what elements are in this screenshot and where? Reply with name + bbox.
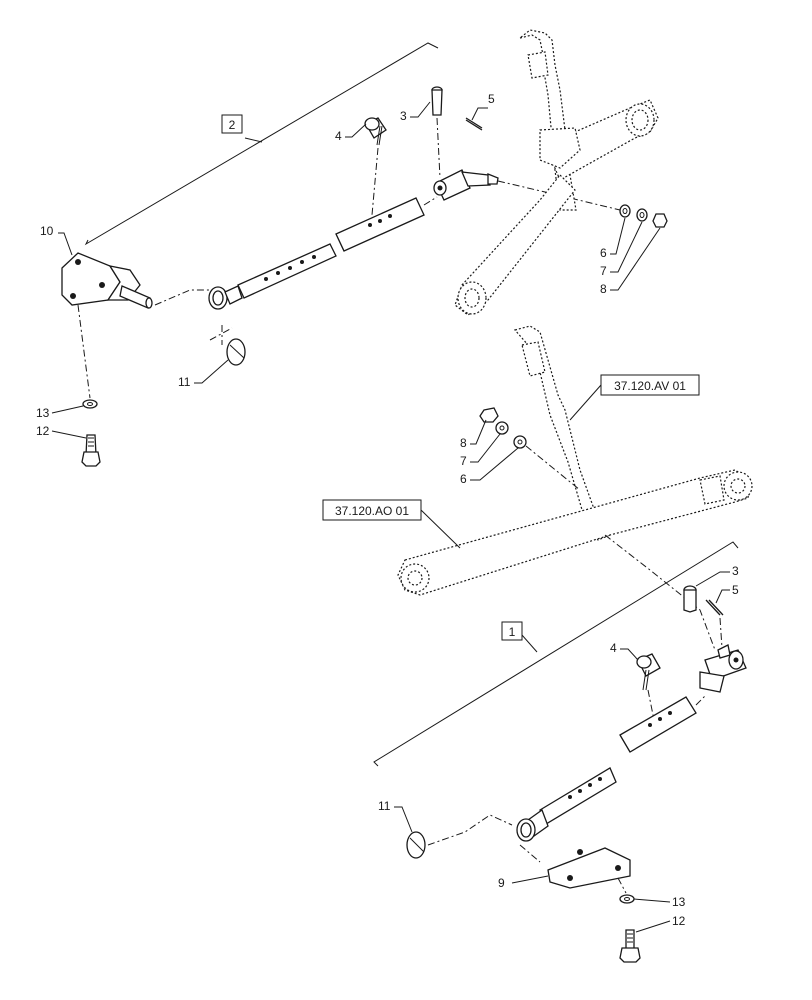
- clevis-end-lower: [699, 644, 747, 693]
- callout-7-lower: 7: [460, 454, 467, 468]
- bolt-12-lower: [619, 929, 641, 963]
- assembly-2-box: [221, 114, 243, 134]
- lynch-pin-11-lower: [406, 831, 426, 859]
- callout-8-lower: 8: [460, 436, 467, 450]
- callout-8: 8: [600, 282, 607, 296]
- assembly-1-label: 1: [509, 625, 516, 639]
- assembly-2-bracket: [84, 42, 439, 246]
- clevis-pin-3-upper: [431, 86, 443, 116]
- callouts-lower: 8 7 6 3 5 4 11 9 13 12: [378, 419, 739, 933]
- callout-5-lower: 5: [732, 583, 739, 597]
- top-link-upper: [208, 169, 499, 310]
- mounting-bracket-9: [547, 847, 631, 889]
- svg-text:37.120.AV 01: 37.120.AV 01: [614, 379, 686, 393]
- svg-text:37.120.AO 01: 37.120.AO 01: [335, 504, 409, 518]
- cotter-pin-5-upper: [465, 117, 483, 129]
- washer-13-lower: [619, 894, 635, 904]
- mounting-bracket-10: [61, 252, 153, 309]
- lynch-pin-4-upper: [364, 117, 387, 146]
- ref-box-av: 37.120.AV 01: [569, 374, 700, 421]
- ref-box-ao: 37.120.AO 01: [322, 499, 461, 549]
- hardware-6-7-8-lower: [479, 407, 527, 449]
- callout-6: 6: [600, 246, 607, 260]
- top-link-lower: [516, 694, 707, 842]
- assembly-1: 1: [373, 325, 753, 963]
- hardware-6-7-8-upper: [619, 204, 668, 228]
- callout-9: 9: [498, 876, 505, 890]
- callouts-upper: 10 4 3 5 6 7 8 11 13 12: [36, 92, 661, 439]
- callout-13-lower: 13: [672, 895, 686, 909]
- assembly-2: 2: [61, 29, 668, 467]
- bolt-12-upper: [81, 434, 101, 467]
- assembly-2-label: 2: [229, 118, 236, 132]
- callout-12-upper: 12: [36, 424, 50, 438]
- callout-6-lower: 6: [460, 472, 467, 486]
- callout-4: 4: [335, 129, 342, 143]
- callout-10: 10: [40, 224, 54, 238]
- assembly-1-bracket: [373, 541, 739, 767]
- washer-13-upper: [82, 399, 98, 409]
- callout-3-lower: 3: [732, 564, 739, 578]
- lynch-pin-4-lower: [636, 653, 661, 691]
- callout-5: 5: [488, 92, 495, 106]
- lift-arm-lower: [397, 325, 753, 596]
- callout-11-upper: 11: [178, 375, 191, 389]
- lift-arm-upper: [454, 29, 659, 316]
- callout-11-lower: 11: [378, 799, 391, 813]
- assembly-1-box: [501, 621, 523, 641]
- callout-3: 3: [400, 109, 407, 123]
- callout-12-lower: 12: [672, 914, 686, 928]
- cotter-pin-5-lower: [705, 599, 721, 616]
- callout-13-upper: 13: [36, 406, 50, 420]
- lynch-pin-11-upper: [209, 325, 246, 366]
- callout-7: 7: [600, 264, 607, 278]
- callout-4-lower: 4: [610, 641, 617, 655]
- clevis-pin-3-lower: [683, 585, 697, 613]
